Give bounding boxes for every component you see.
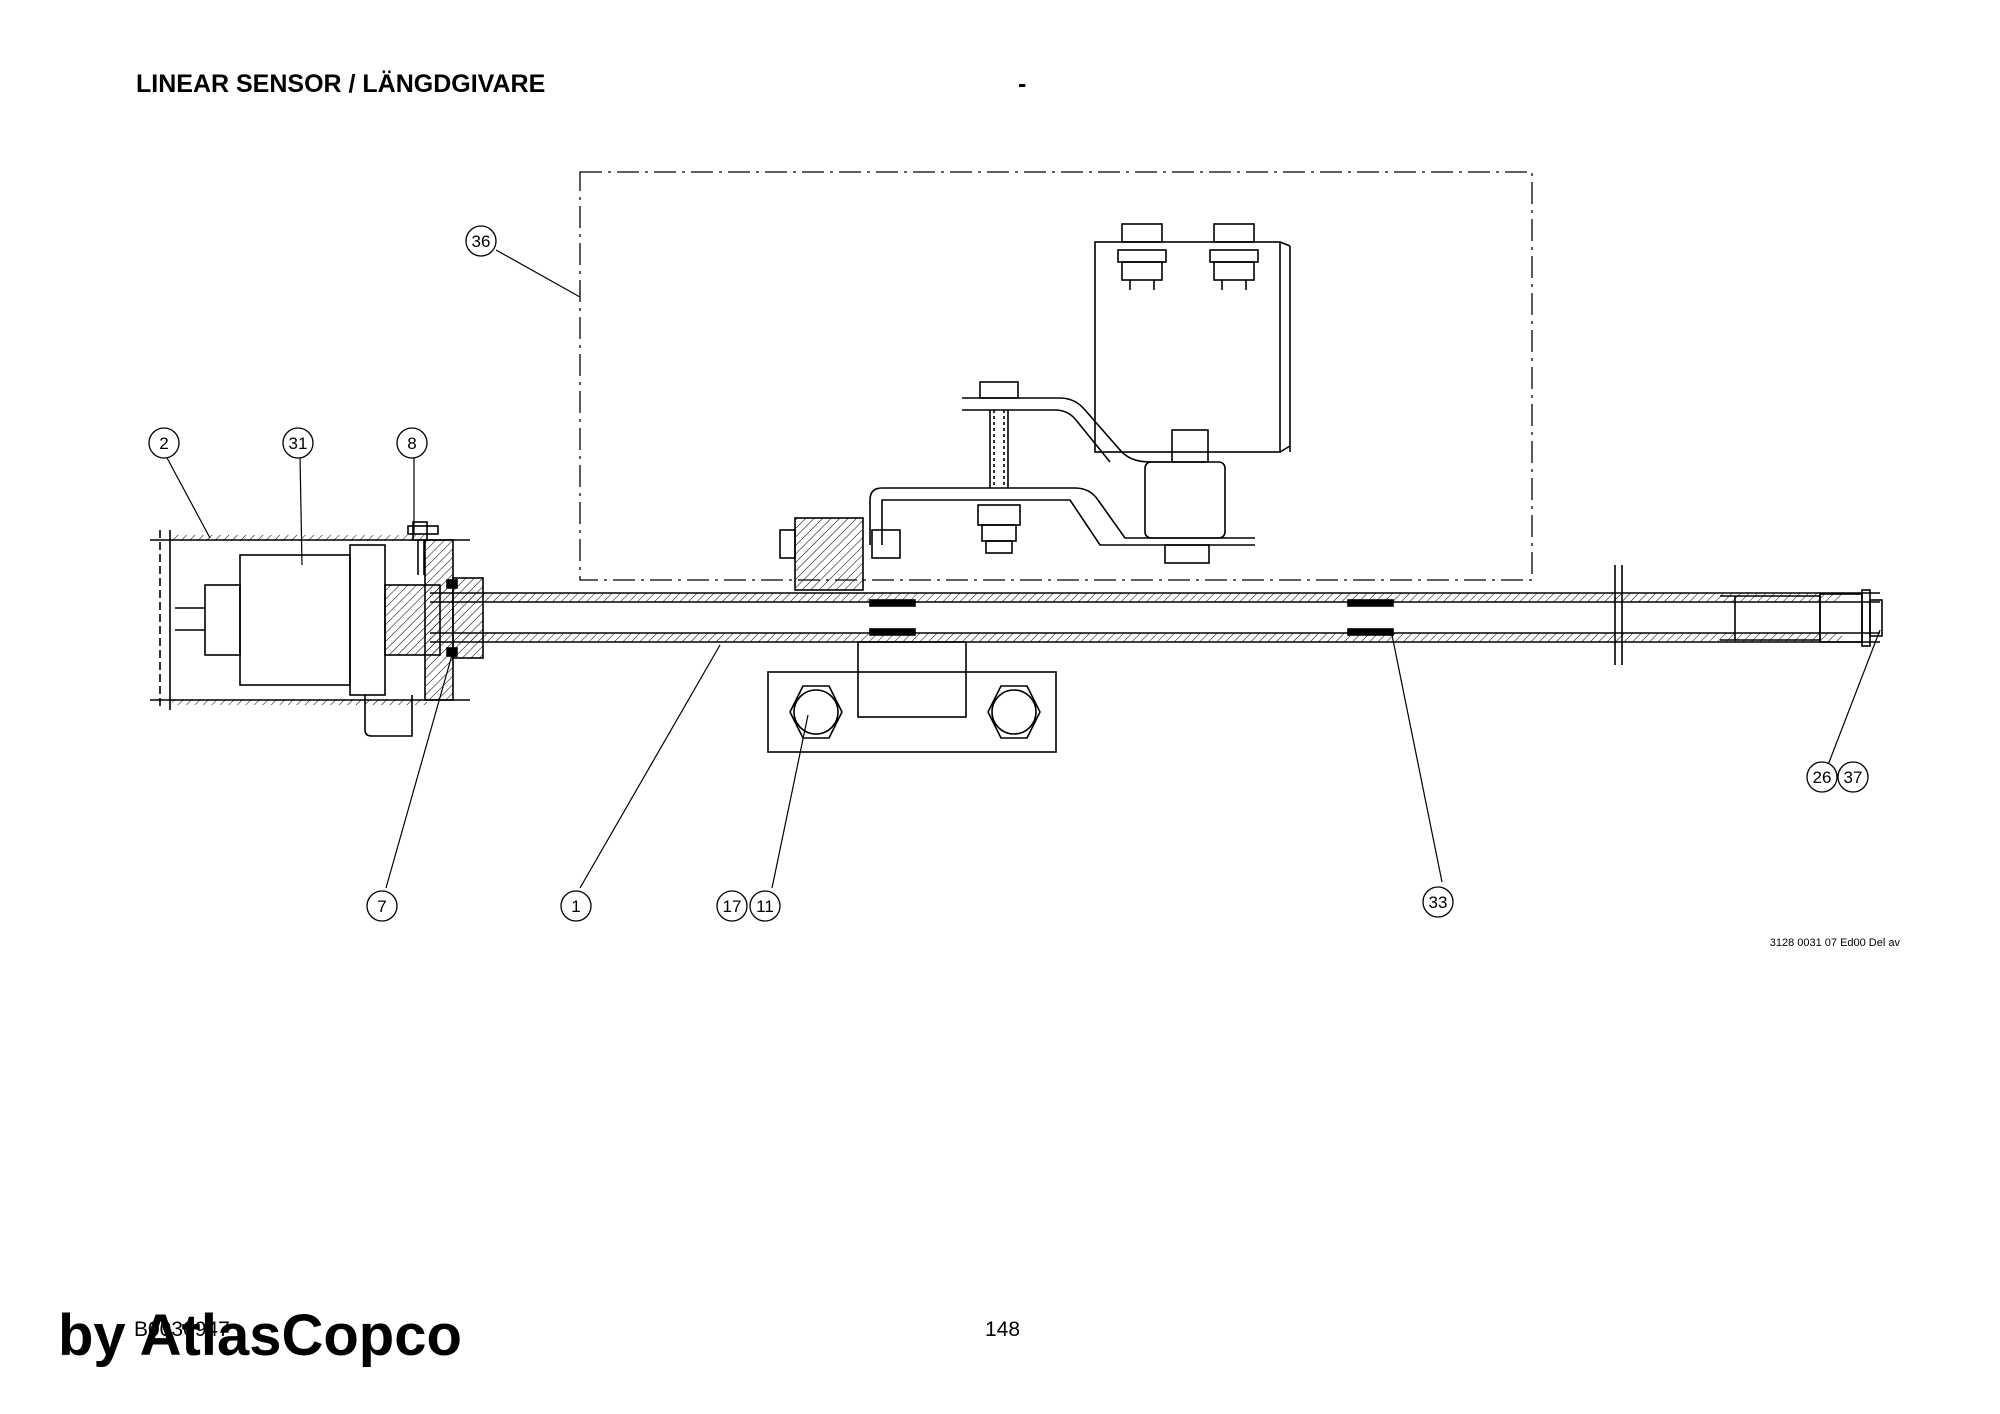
page-title: LINEAR SENSOR / LÄNGDGIVARE	[136, 70, 546, 98]
svg-text:33: 33	[1429, 893, 1448, 912]
vertical-bolt	[977, 381, 1021, 554]
callout-bubbles: 36 2 31 8 7 1 17 11 33 26 37	[148, 225, 1869, 922]
svg-text:31: 31	[289, 434, 308, 453]
svg-text:36: 36	[472, 232, 491, 251]
callout-17: 17	[716, 890, 748, 922]
callout-7: 7	[366, 890, 398, 922]
svg-text:17: 17	[723, 897, 742, 916]
callout-11: 11	[749, 890, 781, 922]
bracket-arm-lower-inner	[881, 499, 1255, 546]
bracket-arm-lower	[869, 487, 1255, 545]
svg-text:26: 26	[1813, 768, 1832, 787]
break-lines	[1614, 565, 1623, 665]
sensor-housing	[150, 521, 484, 737]
callout-36: 36	[465, 225, 497, 257]
hex-bolt-left	[789, 685, 843, 739]
callout-26: 26	[1806, 761, 1838, 793]
drawing-code: 3128 0031 07 Ed00 Del av	[1769, 937, 1900, 949]
svg-text:8: 8	[407, 434, 416, 453]
svg-text:2: 2	[159, 434, 168, 453]
page-number: 148	[985, 1318, 1021, 1341]
callout-31: 31	[282, 427, 314, 459]
rubber-mount	[1144, 429, 1226, 564]
callout-8: 8	[396, 427, 428, 459]
bracket-arm-upper-inner	[962, 409, 1111, 463]
watermark: by AtlasCopco	[58, 1303, 462, 1368]
svg-text:37: 37	[1844, 768, 1863, 787]
top-bolt-left	[1117, 223, 1167, 290]
leader-lines	[165, 249, 1881, 889]
svg-text:11: 11	[756, 897, 774, 916]
doc-number: B0030947	[134, 1318, 230, 1341]
callout-33: 33	[1422, 886, 1454, 918]
upper-bracket	[1094, 241, 1291, 453]
tube-end	[1720, 589, 1883, 647]
svg-text:1: 1	[571, 897, 580, 916]
main-tube	[430, 592, 1880, 643]
assembly-boundary	[579, 171, 1533, 581]
title-dash: -	[1018, 70, 1027, 98]
bracket-arm-upper	[962, 397, 1170, 463]
top-bolt-right	[1209, 223, 1259, 290]
callout-1: 1	[560, 890, 592, 922]
bushings	[869, 599, 1394, 636]
svg-text:7: 7	[377, 897, 386, 916]
hex-bolt-right	[987, 685, 1041, 739]
hatched-block	[794, 517, 864, 591]
callout-2: 2	[148, 427, 180, 459]
lower-clamp	[767, 641, 1057, 753]
callout-37: 37	[1837, 761, 1869, 793]
